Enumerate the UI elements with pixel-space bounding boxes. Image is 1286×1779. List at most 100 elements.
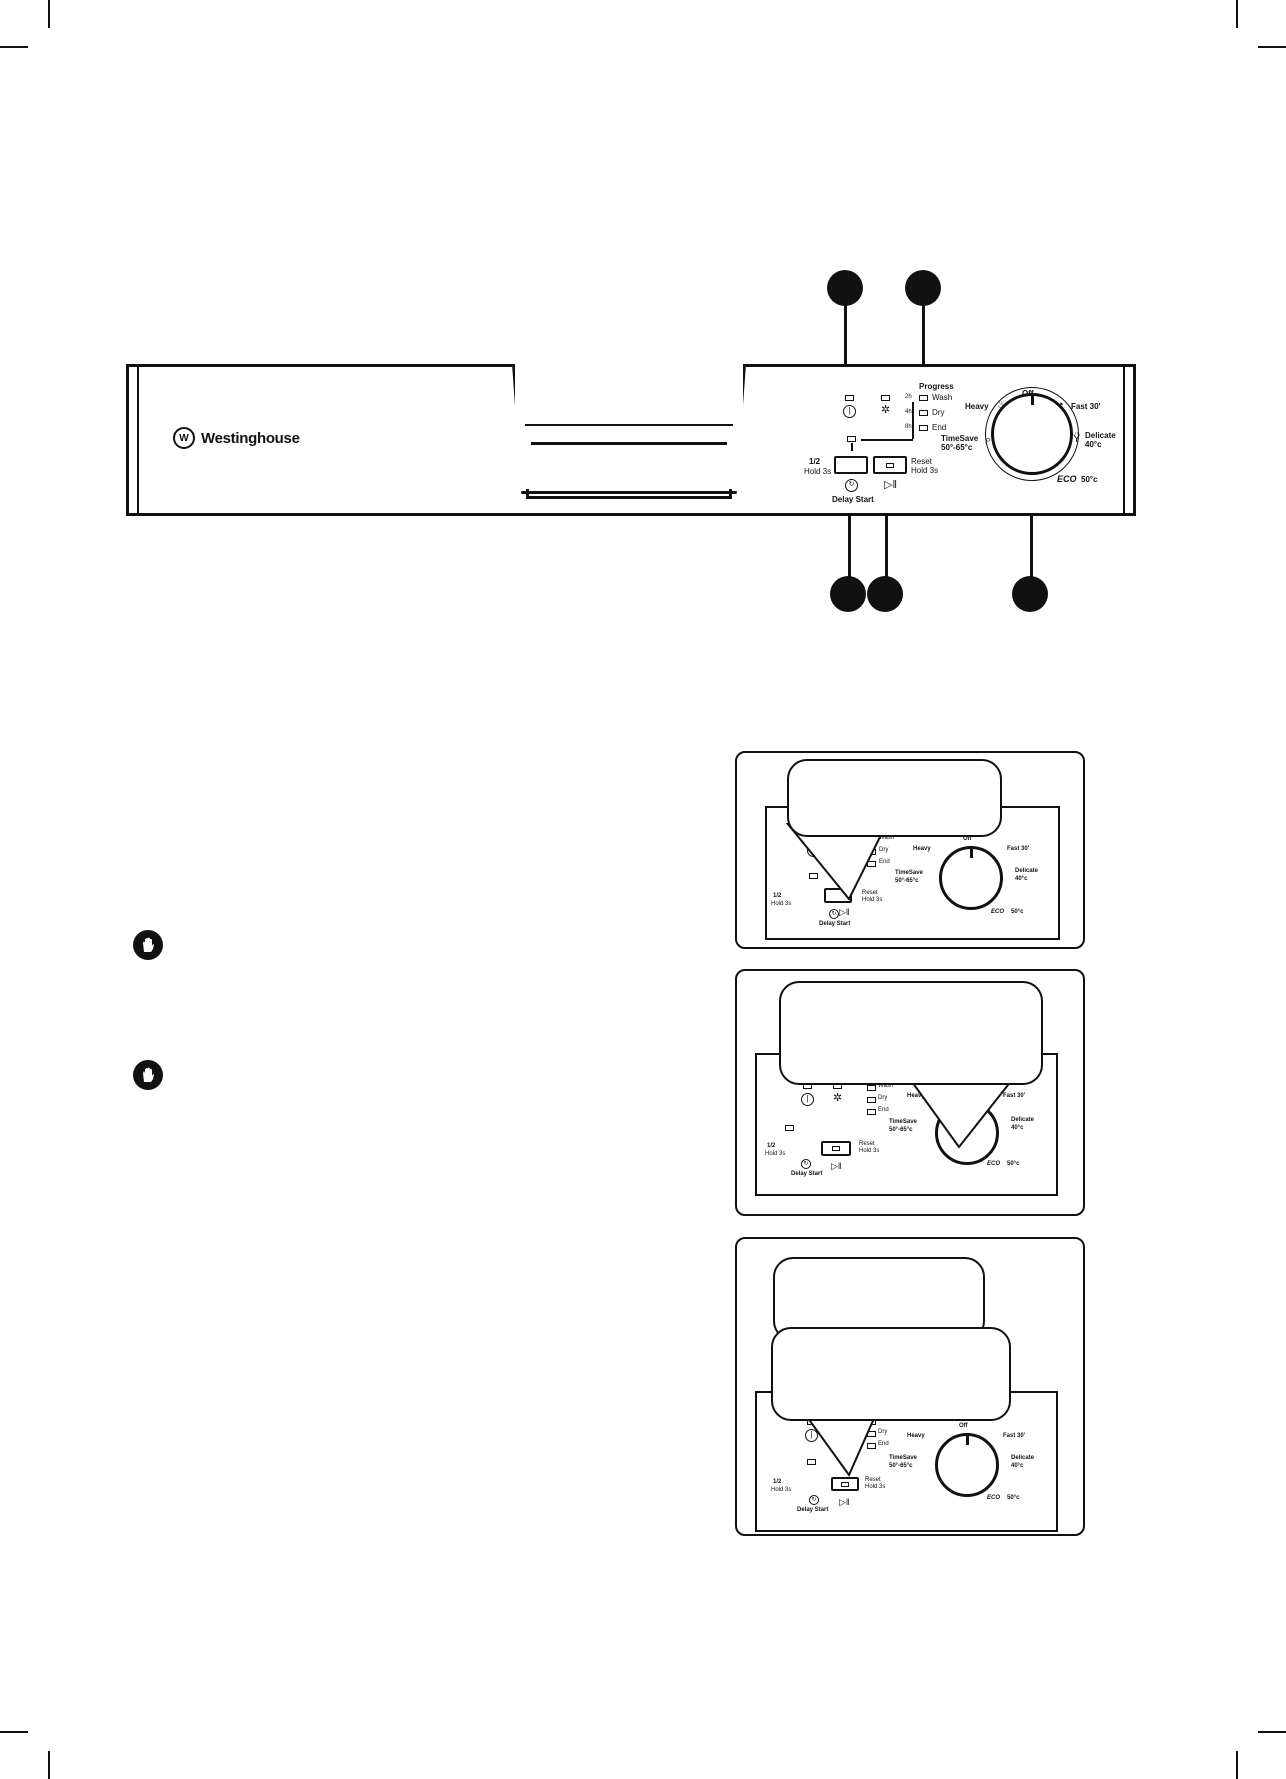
hand-stop-icon <box>133 930 163 960</box>
leader-line <box>922 304 925 370</box>
brand-logo: W Westinghouse <box>173 427 300 449</box>
program-timesave: TimeSave <box>889 1455 917 1461</box>
step-illustration-1: | 1/2 Hold 3s ↻ Delay Start ▷‖ Reset Hol… <box>735 751 1085 949</box>
progress-connector <box>861 439 913 441</box>
program-off: Off <box>959 1423 968 1429</box>
progress-end-led <box>867 1109 876 1115</box>
brand-name: Westinghouse <box>201 429 300 447</box>
program-dial[interactable] <box>935 1433 999 1497</box>
play-pause-icon: ▷‖ <box>839 907 850 917</box>
program-off: Off <box>963 836 972 842</box>
delay-start-label: Delay Start <box>832 495 874 504</box>
half-load-label: 1/2 <box>767 1143 776 1149</box>
clock-icon: ↻ <box>845 479 858 492</box>
progress-end-label: End <box>878 1107 889 1113</box>
panel-rail <box>137 367 139 513</box>
leader-line <box>844 304 847 370</box>
callout-bubble <box>779 981 1043 1085</box>
progress-wash-led <box>919 395 928 401</box>
program-heavy: Heavy <box>913 846 931 852</box>
panel-rail <box>1123 367 1125 513</box>
program-heavy: Heavy <box>907 1093 925 1099</box>
program-eco-temp: 50°c <box>1081 475 1098 484</box>
program-timesave: TimeSave <box>941 434 979 443</box>
program-delicate: Delicate <box>1085 431 1116 440</box>
progress-connector <box>912 402 914 432</box>
progress-end-label: End <box>932 423 947 432</box>
crop-mark <box>1258 46 1286 48</box>
start-pause-led <box>841 1482 849 1487</box>
door-handle-lip <box>526 489 732 499</box>
progress-hours-8h: 8h <box>905 424 912 430</box>
progress-dry-label: Dry <box>879 847 889 853</box>
program-delicate-temp: 40°c <box>1085 440 1102 449</box>
progress-end-led <box>867 1443 876 1449</box>
half-load-led <box>785 1125 794 1131</box>
program-off: Off <box>1022 389 1034 398</box>
clock-icon: ↻ <box>829 909 839 919</box>
crop-mark <box>48 1751 50 1779</box>
delay-start-label: Delay Start <box>791 1171 823 1177</box>
half-load-led <box>847 436 856 442</box>
timesave-icon: ⌕ <box>985 434 992 446</box>
progress-dry-led <box>919 410 928 416</box>
door-handle[interactable] <box>512 364 746 494</box>
crop-mark <box>1258 1731 1286 1733</box>
reset-hold: Hold 3s <box>911 466 939 475</box>
callout-bubble <box>771 1327 1011 1421</box>
half-load-hold: Hold 3s <box>771 901 792 907</box>
progress-wash-led <box>867 1085 876 1091</box>
leader-line <box>885 516 888 578</box>
program-dial-ring <box>985 387 1079 481</box>
crop-mark <box>48 0 50 28</box>
callout-marker <box>830 576 866 612</box>
start-pause-led <box>886 463 894 468</box>
step-illustration-3: Progress | Wash Dry End 1/2 Hold 3s Rese… <box>735 1237 1085 1536</box>
program-dial[interactable] <box>991 393 1073 475</box>
progress-end-label: End <box>879 859 890 865</box>
callout-marker <box>905 270 941 306</box>
program-heavy: Heavy <box>907 1433 925 1439</box>
start-pause-led <box>832 1146 840 1151</box>
delay-start-label: Delay Start <box>819 921 851 927</box>
start-pause-button[interactable] <box>821 1141 851 1156</box>
delicate-glass-icon: Ÿ <box>1073 433 1081 445</box>
play-pause-icon: ▷‖ <box>884 479 898 491</box>
program-delicate-temp: 40°c <box>1011 1463 1024 1469</box>
program-fast: Fast 30' <box>1003 1093 1026 1099</box>
leader-line <box>1030 516 1033 578</box>
program-eco: ECO <box>1057 474 1077 484</box>
leader-line <box>848 516 851 578</box>
program-heavy: Heavy <box>965 402 989 411</box>
crop-mark <box>1236 1751 1238 1779</box>
play-pause-icon: ▷‖ <box>839 1497 850 1507</box>
start-pause-button[interactable] <box>873 456 907 474</box>
start-pause-button[interactable] <box>831 1477 859 1491</box>
program-delicate: Delicate <box>1015 868 1039 874</box>
program-fast: Fast 30' <box>1007 846 1030 852</box>
delay-start-label: Delay Start <box>797 1507 829 1513</box>
delay-start-button[interactable] <box>834 456 868 474</box>
control-panel: W Westinghouse | ✲ Progress 2h Wash 4h D… <box>126 364 1136 516</box>
reset-hold: Hold 3s <box>859 1148 880 1154</box>
program-delicate-temp: 40°c <box>1015 876 1028 882</box>
program-fast: Fast 30' <box>1071 402 1101 411</box>
program-timesave-temp: 50°-65°c <box>889 1463 913 1469</box>
reset-label: Reset <box>911 457 932 466</box>
rinse-aid-led <box>881 395 890 401</box>
callout-bubble <box>787 759 1002 837</box>
progress-wash-label: Wash <box>879 835 895 841</box>
program-eco-temp: 50°c <box>1007 1495 1020 1501</box>
half-load-connector <box>851 443 853 451</box>
clock-icon: ↻ <box>809 1495 819 1505</box>
program-dial[interactable] <box>939 846 1003 910</box>
progress-end-led <box>919 425 928 431</box>
progress-dry-led <box>867 1097 876 1103</box>
power-led <box>845 395 854 401</box>
program-delicate: Delicate <box>1011 1455 1035 1461</box>
progress-dry-label: Dry <box>932 408 945 417</box>
crop-mark <box>1236 0 1238 28</box>
reset-hold: Hold 3s <box>862 897 883 903</box>
heavy-pot-icon: ♨ <box>997 399 1007 411</box>
progress-wash-label: Wash <box>932 393 953 402</box>
